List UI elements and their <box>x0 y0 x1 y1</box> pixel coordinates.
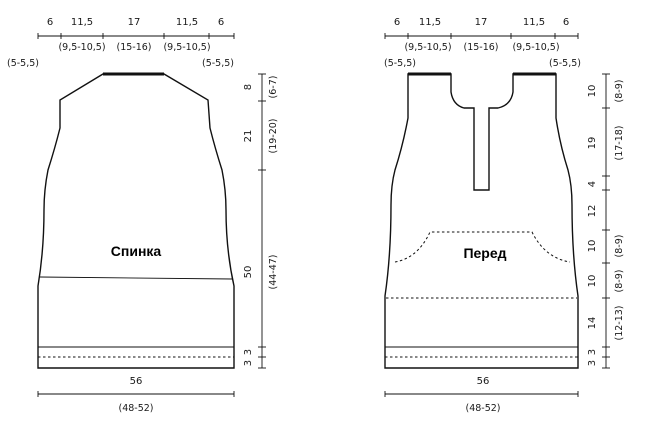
back-top-dimension: 6 11,5 17 11,5 6 (9,5-10,5) (15-16) (9,5… <box>7 17 235 69</box>
front-piece: 6 11,5 17 11,5 6 (9,5-10,5) (15-16) (9,5… <box>384 17 625 414</box>
front-pocket-line <box>394 231 571 263</box>
back-title: Спинка <box>111 243 162 259</box>
back-right-label: 50 <box>243 266 254 279</box>
front-right-alt: (17-18) <box>614 125 625 160</box>
front-right-label: 10 <box>587 240 598 253</box>
front-top-label: 11,5 <box>523 17 545 28</box>
front-top-alt: (9,5-10,5) <box>512 42 559 53</box>
back-top-alt: (9,5-10,5) <box>58 42 105 53</box>
back-top-label: 6 <box>218 17 224 28</box>
back-top-label: 11,5 <box>71 17 93 28</box>
front-bottom-label: 56 <box>477 376 490 387</box>
front-right-label: 3 <box>587 349 598 355</box>
front-right-label: 19 <box>587 137 598 150</box>
front-top-label: 11,5 <box>419 17 441 28</box>
front-top-alt: (15-16) <box>463 42 498 53</box>
back-top-label: 11,5 <box>176 17 198 28</box>
back-right-label: 3 <box>243 349 254 355</box>
back-top-alt: (15-16) <box>116 42 151 53</box>
front-top-alt: (9,5-10,5) <box>404 42 451 53</box>
back-right-label: 3 <box>243 360 254 366</box>
front-top-label: 6 <box>394 17 400 28</box>
front-top-label: 17 <box>475 17 488 28</box>
back-bottom-alt: (48-52) <box>118 403 153 414</box>
front-right-label: 4 <box>587 181 598 187</box>
back-edge-alt: (5-5,5) <box>202 58 234 69</box>
front-right-alt: (12-13) <box>614 305 625 340</box>
back-right-alt: (19-20) <box>268 118 279 153</box>
front-right-label: 12 <box>587 205 598 218</box>
back-top-label: 17 <box>128 17 141 28</box>
back-outline <box>37 73 235 369</box>
back-top-alt: (9,5-10,5) <box>163 42 210 53</box>
front-bottom-alt: (48-52) <box>465 403 500 414</box>
front-top-label: 6 <box>563 17 569 28</box>
front-right-label: 10 <box>587 275 598 288</box>
back-bottom-label: 56 <box>130 376 143 387</box>
back-right-label: 8 <box>243 84 254 90</box>
back-waist-line <box>39 276 233 280</box>
front-edge-alt: (5-5,5) <box>549 58 581 69</box>
front-edge-alt: (5-5,5) <box>384 58 416 69</box>
front-top-dimension: 6 11,5 17 11,5 6 (9,5-10,5) (15-16) (9,5… <box>384 17 581 69</box>
front-right-alt: (8-9) <box>614 80 625 103</box>
back-right-dimension: 8 21 50 3 3 (6-7) (19-20) (44-47) <box>243 73 279 369</box>
front-right-dimension: 10 19 4 12 10 10 14 3 3 (8-9) (17-18) (8… <box>587 73 625 369</box>
back-edge-alt: (5-5,5) <box>7 58 39 69</box>
front-bottom-dimension: 56 (48-52) <box>384 376 579 414</box>
back-right-alt: (6-7) <box>268 76 279 99</box>
back-top-label: 6 <box>47 17 53 28</box>
front-title: Перед <box>463 245 506 261</box>
front-right-label: 10 <box>587 85 598 98</box>
back-right-alt: (44-47) <box>268 254 279 289</box>
front-outline <box>384 73 579 369</box>
back-right-label: 21 <box>243 130 254 143</box>
front-right-alt: (8-9) <box>614 270 625 293</box>
back-bottom-dimension: 56 (48-52) <box>37 376 235 414</box>
back-piece: 6 11,5 17 11,5 6 (9,5-10,5) (15-16) (9,5… <box>7 17 279 414</box>
front-right-label: 3 <box>587 360 598 366</box>
front-right-alt: (8-9) <box>614 235 625 258</box>
front-right-label: 14 <box>587 317 598 330</box>
